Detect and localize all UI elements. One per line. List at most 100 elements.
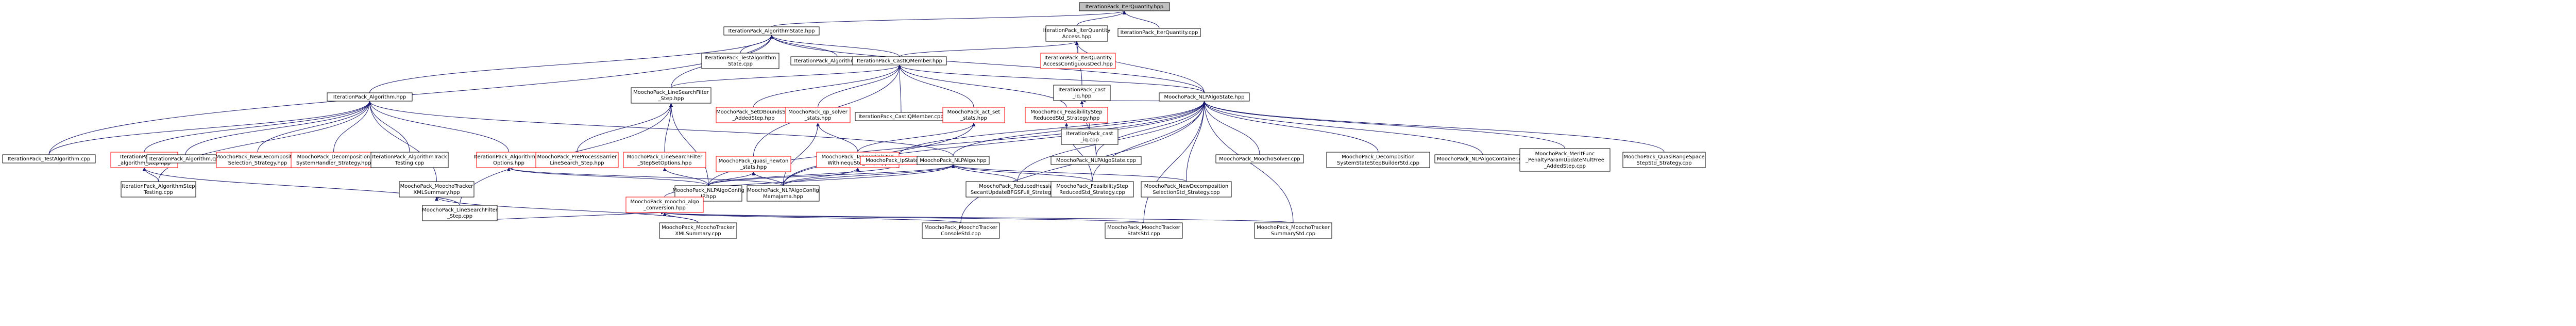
node-box [1622, 152, 1706, 168]
node-box [1050, 156, 1142, 165]
include-edge [897, 64, 1205, 93]
include-edge [951, 164, 1018, 182]
graph-node-ipstate-hpp[interactable]: MoochoPack_IpState.hpp [860, 156, 936, 165]
graph-node-testalgo-cpp[interactable]: IterationPack_TestAlgorithm.cpp [2, 154, 96, 164]
graph-node-castiqmember-cpp[interactable]: IterationPack_CastIQMember.cpp [855, 112, 947, 121]
edge-path [783, 101, 1206, 186]
edge-path [783, 167, 860, 186]
edge-path [708, 171, 755, 186]
nodes: IterationPack_IterQuantity.hppIterationP… [2, 2, 1706, 239]
include-edge [48, 101, 371, 155]
edge-path [663, 212, 1144, 223]
node-label-line: MoochoPack_FeasibilityStep [1030, 109, 1103, 115]
edge-path [1143, 101, 1206, 223]
include-edge [816, 122, 858, 153]
include-edge [1076, 10, 1126, 26]
include-edge [669, 103, 709, 186]
graph-node-feasibility-red-hpp[interactable]: MoochoPack_FeasibilityStepReducedStd_Str… [1025, 107, 1108, 123]
graph-node-decomp-builder-cpp[interactable]: MoochoPack_DecompositionSystemStateStepB… [1326, 152, 1430, 168]
node-label-line: _stats.hpp [740, 165, 767, 170]
include-edge [369, 35, 773, 93]
graph-node-iqaccess-contig-hpp[interactable]: IterationPack_IterQuantityAccessContiguo… [1040, 53, 1116, 69]
include-edge [333, 101, 371, 153]
include-edge [897, 101, 1206, 157]
node-label-line: MoochoPack_MoochoSolver.cpp [1219, 156, 1300, 162]
graph-node-quasirange-cpp[interactable]: MoochoPack_QuasiRangeSpaceStepStd_Strate… [1622, 152, 1706, 168]
graph-node-cast-iq-hpp[interactable]: IterationPack_cast_iq.hpp [1053, 85, 1111, 101]
edge-path [951, 164, 1187, 182]
include-edge [1202, 101, 1260, 155]
graph-node-act-set-stats-hpp[interactable]: MoochoPack_act_set_stats.hpp [942, 107, 1005, 123]
node-label-line: StatsStd.cpp [1127, 231, 1160, 237]
graph-node-moochosolver-cpp[interactable]: MoochoPack_MoochoSolver.cpp [1215, 154, 1304, 164]
graph-node-lsfilter-step-hpp[interactable]: MoochoPack_LineSearchFilter_Step.hpp [631, 87, 711, 104]
node-label-line: MoochoPack_NLPAlgoConfig [672, 188, 744, 193]
include-edge [142, 167, 159, 182]
graph-node-meritfunc-cpp[interactable]: MoochoPack_MeritFunc_PenaltyParamUpdateM… [1519, 148, 1611, 172]
edge-path [158, 101, 371, 182]
node-label-line: State.cpp [728, 61, 753, 67]
node-box [535, 152, 619, 168]
graph-node-nlpalgocontainer-cpp[interactable]: MoochoPack_NLPAlgoContainer.cpp [1434, 154, 1531, 164]
node-box [1141, 181, 1232, 198]
graph-node-castiqmember-hpp[interactable]: IterationPack_CastIQMember.hpp [852, 56, 947, 66]
node-box [747, 185, 820, 202]
graph-node-algorithm-hpp[interactable]: IterationPack_Algorithm.hpp [327, 92, 413, 102]
node-label-line: _stats.hpp [960, 116, 987, 121]
graph-node-iq-hpp[interactable]: IterationPack_IterQuantity.hpp [1079, 2, 1170, 11]
graph-node-prepro-ls-hpp[interactable]: MoochoPack_PreProcessBarrierLineSearch_S… [535, 152, 619, 168]
node-label-line: WithinequStd_Step.hpp [827, 160, 888, 166]
graph-node-lsfilter-step-cpp[interactable]: MoochoPack_LineSearchFilter_Step.cpp [422, 205, 498, 221]
include-edge [185, 101, 371, 155]
graph-node-setdbounds-hpp[interactable]: MoochoPack_SetDBoundsStd_AddedStep.hpp [716, 107, 791, 123]
graph-node-quasi-newton-hpp[interactable]: MoochoPack_quasi_newton_stats.hpp [716, 156, 791, 172]
node-box [1061, 128, 1118, 145]
node-label-line: _Step.cpp [447, 214, 472, 219]
include-edge [783, 122, 820, 186]
graph-node-nlpalgo-hpp[interactable]: MoochoPack_NLPAlgo.hpp [917, 156, 990, 165]
edge-path [1202, 101, 1565, 149]
node-label-line: StepStd_Strategy.cpp [1636, 160, 1691, 166]
graph-node-feasibility-red-cpp[interactable]: MoochoPack_FeasibilityStepReducedStd_Str… [1050, 181, 1134, 198]
node-label-line: SystemHandler_Strategy.hpp [296, 160, 371, 166]
graph-node-algostate-hpp[interactable]: IterationPack_AlgorithmState.hpp [723, 26, 820, 36]
node-label-line: _AddedStep.hpp [732, 116, 775, 121]
node-label-line: MoochoPack_MoochoTracker [1257, 225, 1330, 231]
node-box [1079, 2, 1170, 11]
node-box [716, 156, 791, 172]
graph-node-qpsolver-stats-hpp[interactable]: MoochoPack_qp_solver_stats.hpp [785, 107, 851, 123]
node-box [723, 26, 820, 36]
graph-node-nlpalgostate-cpp[interactable]: MoochoPack_NLPAlgoState.cpp [1050, 156, 1142, 165]
edge-path [663, 212, 1294, 223]
graph-node-nlpalgostate-hpp[interactable]: MoochoPack_NLPAlgoState.hpp [1159, 92, 1250, 102]
graph-node-cast-iq-cpp[interactable]: IterationPack_cast_iq.cpp [1061, 128, 1118, 145]
graph-node-newdecomp-sel-hpp[interactable]: MoochoPack_NewDecompositionSelection_Str… [215, 152, 300, 168]
node-box [1025, 107, 1108, 123]
node-box [785, 107, 851, 123]
edge-path [368, 101, 410, 153]
graph-node-newdecomp-sel-cpp[interactable]: MoochoPack_NewDecompositionSelectionStd_… [1141, 181, 1232, 198]
edge-path [1202, 101, 1665, 153]
include-edge [1202, 101, 1565, 149]
graph-node-moochoalgo-conv-hpp[interactable]: MoochoPack_moocho_algo_conversion.hpp [625, 197, 704, 213]
include-edge [142, 167, 460, 206]
graph-node-lsfilter-setopts-hpp[interactable]: MoochoPack_LineSearchFilter_StepSetOptio… [623, 152, 706, 168]
include-edge [818, 64, 902, 108]
graph-node-iq-cpp[interactable]: IterationPack_IterQuantity.cpp [1117, 28, 1201, 37]
graph-node-decomp-handler-hpp[interactable]: MoochoPack_DecompositionSystemHandler_St… [291, 152, 377, 168]
graph-node-algorithm-cpp[interactable]: IterationPack_Algorithm.cpp [146, 154, 225, 164]
include-edge [368, 101, 954, 157]
node-box [942, 107, 1005, 123]
